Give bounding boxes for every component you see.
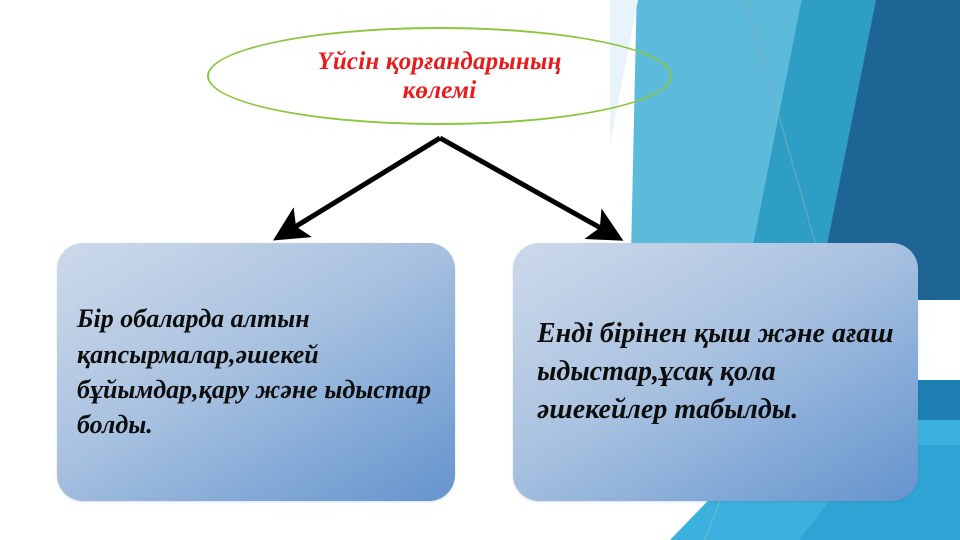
content-box-right[interactable]: Енді бірінен қыш және ағаш ыдыстар,ұсақ …: [513, 243, 918, 501]
content-box-left[interactable]: Бір обаларда алтын қапсырмалар,әшекей бұ…: [57, 243, 455, 501]
content-box-left-text: Бір обаларда алтын қапсырмалар,әшекей бұ…: [77, 304, 432, 440]
content-box-right-text: Енді бірінен қыш және ағаш ыдыстар,ұсақ …: [537, 317, 894, 426]
arrow-right: [438, 135, 624, 241]
arrow-left: [272, 135, 442, 241]
page-title: Үйсін қорғандарының көлемі: [317, 47, 562, 105]
title-ellipse[interactable]: Үйсін қорғандарының көлемі: [207, 27, 672, 125]
